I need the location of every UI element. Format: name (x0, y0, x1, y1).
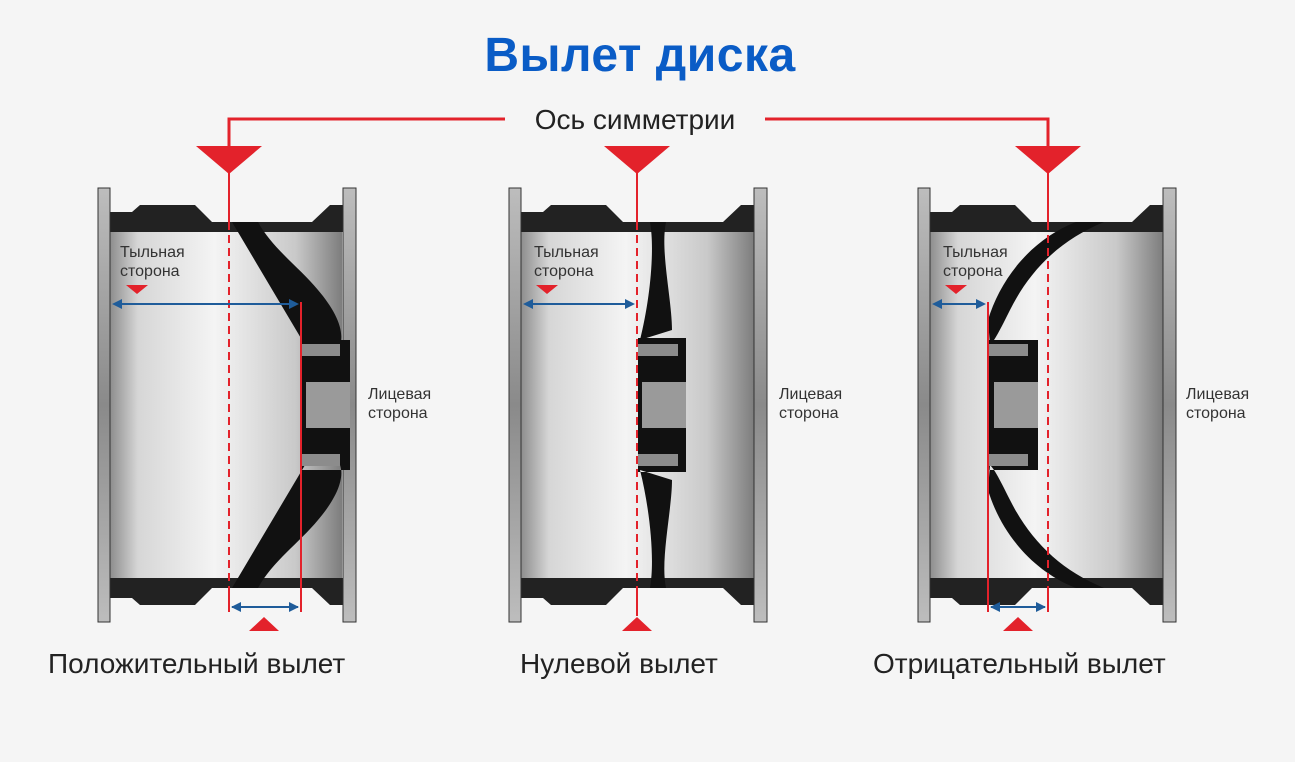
back-side-marker (536, 285, 558, 294)
offset-marker (622, 617, 652, 631)
page-title: Вылет диска (484, 29, 796, 82)
back-dimension-arrow-right (976, 299, 986, 309)
axis-marker (196, 146, 262, 174)
wheel-negative (917, 146, 1177, 631)
lug-bolt-bottom (300, 454, 340, 466)
lug-bolt-bottom (638, 454, 678, 466)
back-side-label: Тыльная сторона (534, 244, 599, 280)
back-dimension-arrow-right (289, 299, 299, 309)
offset-arrow-right (289, 602, 299, 612)
offset-marker (1003, 617, 1033, 631)
offset-arrow-right (1036, 602, 1046, 612)
center-hub (994, 382, 1038, 428)
wheel-positive (97, 146, 357, 631)
rim-profile-top (918, 188, 1176, 232)
lug-bolt-top (300, 344, 340, 356)
caption-zero-offset: Нулевой вылет (520, 648, 718, 679)
face-side-label: Лицевая сторона (779, 386, 843, 422)
back-dimension-arrow-left (932, 299, 942, 309)
offset-arrow-left (990, 602, 1000, 612)
caption-negative-offset: Отрицательный вылет (873, 648, 1166, 679)
back-dimension-arrow-right (625, 299, 635, 309)
lug-bolt-top (638, 344, 678, 356)
offset-arrow-left (231, 602, 241, 612)
back-side-marker (126, 285, 148, 294)
back-side-label: Тыльная сторона (120, 244, 185, 280)
face-side-label: Лицевая сторона (1186, 386, 1250, 422)
rim-flange-outer (1162, 187, 1177, 623)
rim-flange-outer (753, 187, 768, 623)
rim-profile-bottom (509, 578, 767, 622)
lug-bolt-top (988, 344, 1028, 356)
wheel-zero (508, 146, 768, 631)
center-hub (642, 382, 686, 428)
face-side-label: Лицевая сторона (368, 386, 432, 422)
back-dimension-arrow-left (523, 299, 533, 309)
symmetry-axis-label: Ось симметрии (505, 104, 765, 136)
axis-marker (604, 146, 670, 174)
rim-flange-inner (917, 187, 931, 623)
caption-positive-offset: Положительный вылет (48, 648, 346, 679)
rim-flange-inner (508, 187, 522, 623)
rim-profile-bottom (98, 578, 356, 622)
back-side-label: Тыльная сторона (943, 244, 1008, 280)
lug-bolt-bottom (988, 454, 1028, 466)
wheel-disc (232, 222, 350, 588)
wheel-barrel (930, 222, 1163, 588)
back-dimension-arrow-left (112, 299, 122, 309)
rim-profile-top (509, 188, 767, 232)
axis-marker (1015, 146, 1081, 174)
center-hub (306, 382, 350, 428)
offset-marker (249, 617, 279, 631)
rim-profile-bottom (918, 578, 1176, 622)
rim-flange-inner (97, 187, 111, 623)
back-side-marker (945, 285, 967, 294)
rim-profile-top (98, 188, 356, 232)
